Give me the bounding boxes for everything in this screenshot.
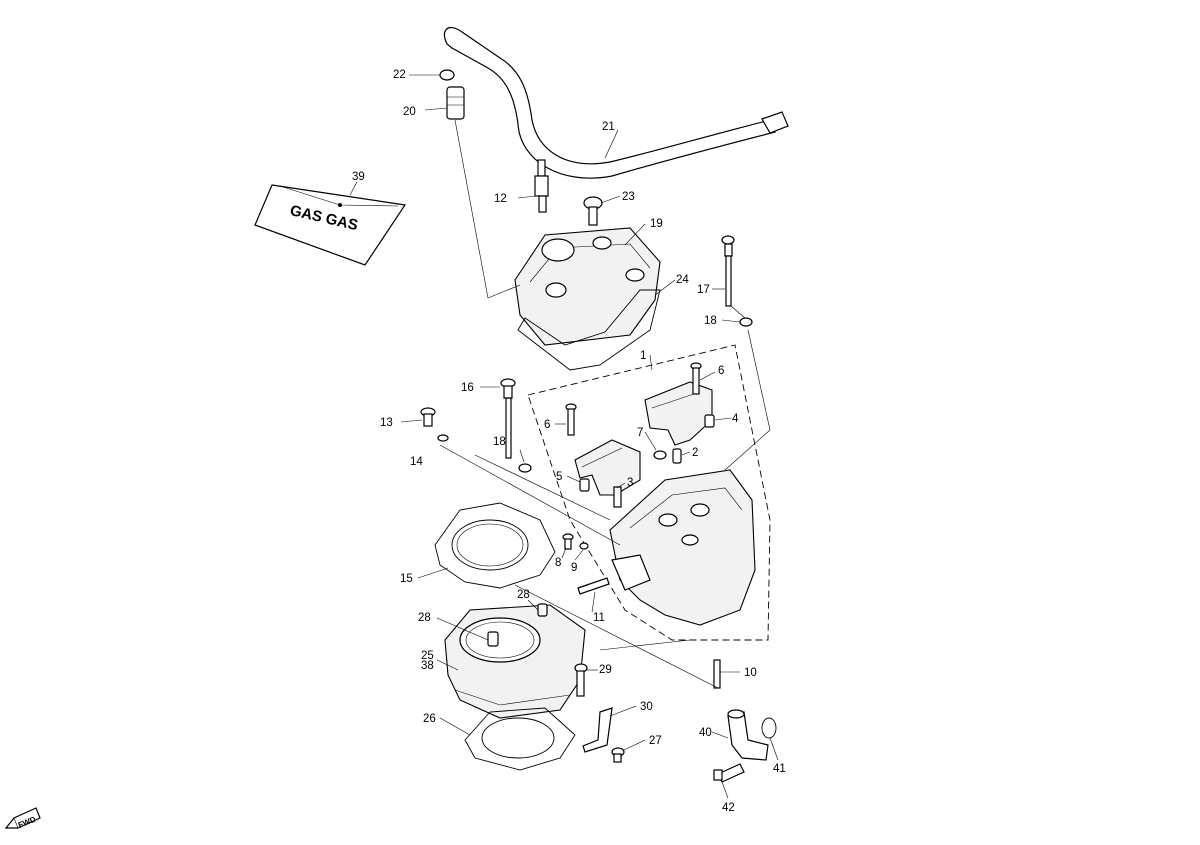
bolt-27 bbox=[611, 747, 625, 763]
callout-13: 13 bbox=[380, 417, 393, 429]
callout-10: 10 bbox=[744, 667, 757, 679]
callout-38: 38 bbox=[421, 660, 434, 672]
callout-6a: 6 bbox=[544, 419, 550, 431]
callout-6b: 6 bbox=[718, 365, 724, 377]
callout-26: 26 bbox=[423, 713, 436, 725]
callout-27: 27 bbox=[649, 735, 662, 747]
cylinder-head-assembly-outline bbox=[527, 344, 771, 641]
callout-42: 42 bbox=[722, 802, 735, 814]
head-bolt bbox=[500, 378, 516, 459]
callouts: 1 2 3 4 5 6 6 7 8 9 10 11 12 13 14 15 16… bbox=[352, 69, 786, 814]
bolt-29 bbox=[574, 663, 588, 697]
callout-23: 23 bbox=[622, 191, 635, 203]
callout-28a: 28 bbox=[418, 612, 431, 624]
callout-28b: 28 bbox=[517, 589, 530, 601]
dowel-4 bbox=[704, 414, 715, 428]
callout-25: 25 bbox=[421, 650, 434, 662]
washer-7 bbox=[653, 450, 667, 460]
callout-7: 7 bbox=[637, 427, 643, 439]
callout-16: 16 bbox=[461, 382, 474, 394]
callout-30: 30 bbox=[640, 701, 653, 713]
stud-11 bbox=[577, 577, 610, 595]
callout-20: 20 bbox=[403, 106, 416, 118]
callout-24: 24 bbox=[676, 274, 689, 286]
callout-22: 22 bbox=[393, 69, 406, 81]
dowel-2 bbox=[672, 448, 682, 464]
callout-8: 8 bbox=[555, 557, 561, 569]
callout-41: 41 bbox=[773, 763, 786, 775]
breather-fitting bbox=[446, 86, 465, 120]
base-gasket bbox=[464, 707, 576, 771]
bracket-30 bbox=[582, 707, 613, 753]
breather-hose bbox=[443, 27, 789, 179]
callout-15: 15 bbox=[400, 573, 413, 585]
cap-bolt-6b bbox=[690, 362, 702, 395]
cover-bolt bbox=[583, 196, 603, 226]
callout-2: 2 bbox=[692, 447, 698, 459]
dowel-28a bbox=[487, 631, 499, 647]
valve-cover bbox=[514, 227, 661, 346]
cap-bolt-6a bbox=[565, 403, 577, 436]
callout-1: 1 bbox=[640, 350, 646, 362]
callout-40: 40 bbox=[699, 727, 712, 739]
callout-4: 4 bbox=[732, 413, 739, 425]
bolt-13 bbox=[420, 407, 436, 427]
bolt-8 bbox=[562, 533, 574, 550]
long-head-bolt bbox=[721, 235, 735, 307]
hose-clip bbox=[439, 69, 455, 81]
stud-10 bbox=[713, 659, 721, 689]
cylinder bbox=[444, 604, 586, 719]
valve-cover-gasket bbox=[517, 289, 661, 371]
callout-9: 9 bbox=[571, 562, 577, 574]
callout-21: 21 bbox=[602, 121, 615, 133]
water-elbow bbox=[727, 709, 769, 761]
washer-18-right bbox=[739, 317, 753, 327]
callout-18-left: 18 bbox=[493, 436, 506, 448]
dowel-5 bbox=[579, 478, 590, 492]
callout-19: 19 bbox=[650, 218, 663, 230]
callout-14: 14 bbox=[410, 456, 423, 468]
callout-3: 3 bbox=[627, 477, 633, 489]
forward-arrow-icon: FWD bbox=[4, 807, 41, 830]
o-ring bbox=[761, 717, 777, 739]
tool-bag: GAS GAS bbox=[254, 184, 407, 266]
callout-11: 11 bbox=[593, 612, 605, 624]
head-gasket bbox=[434, 502, 556, 589]
washer-18-left bbox=[518, 463, 532, 473]
washer-14 bbox=[437, 434, 449, 442]
leader-lines bbox=[349, 74, 779, 799]
stud-3 bbox=[613, 486, 622, 508]
temperature-sensor bbox=[713, 763, 745, 783]
cylinder-head bbox=[609, 469, 756, 626]
washer-9 bbox=[579, 542, 589, 550]
callout-12: 12 bbox=[494, 193, 507, 205]
callout-29: 29 bbox=[599, 664, 612, 676]
callout-17: 17 bbox=[697, 284, 710, 296]
dowel-28b bbox=[537, 603, 548, 617]
callout-5: 5 bbox=[556, 471, 562, 483]
spark-plug bbox=[534, 159, 549, 213]
callout-18-right: 18 bbox=[704, 315, 717, 327]
camshaft-cap-exhaust bbox=[644, 381, 713, 446]
callout-39: 39 bbox=[352, 171, 365, 183]
